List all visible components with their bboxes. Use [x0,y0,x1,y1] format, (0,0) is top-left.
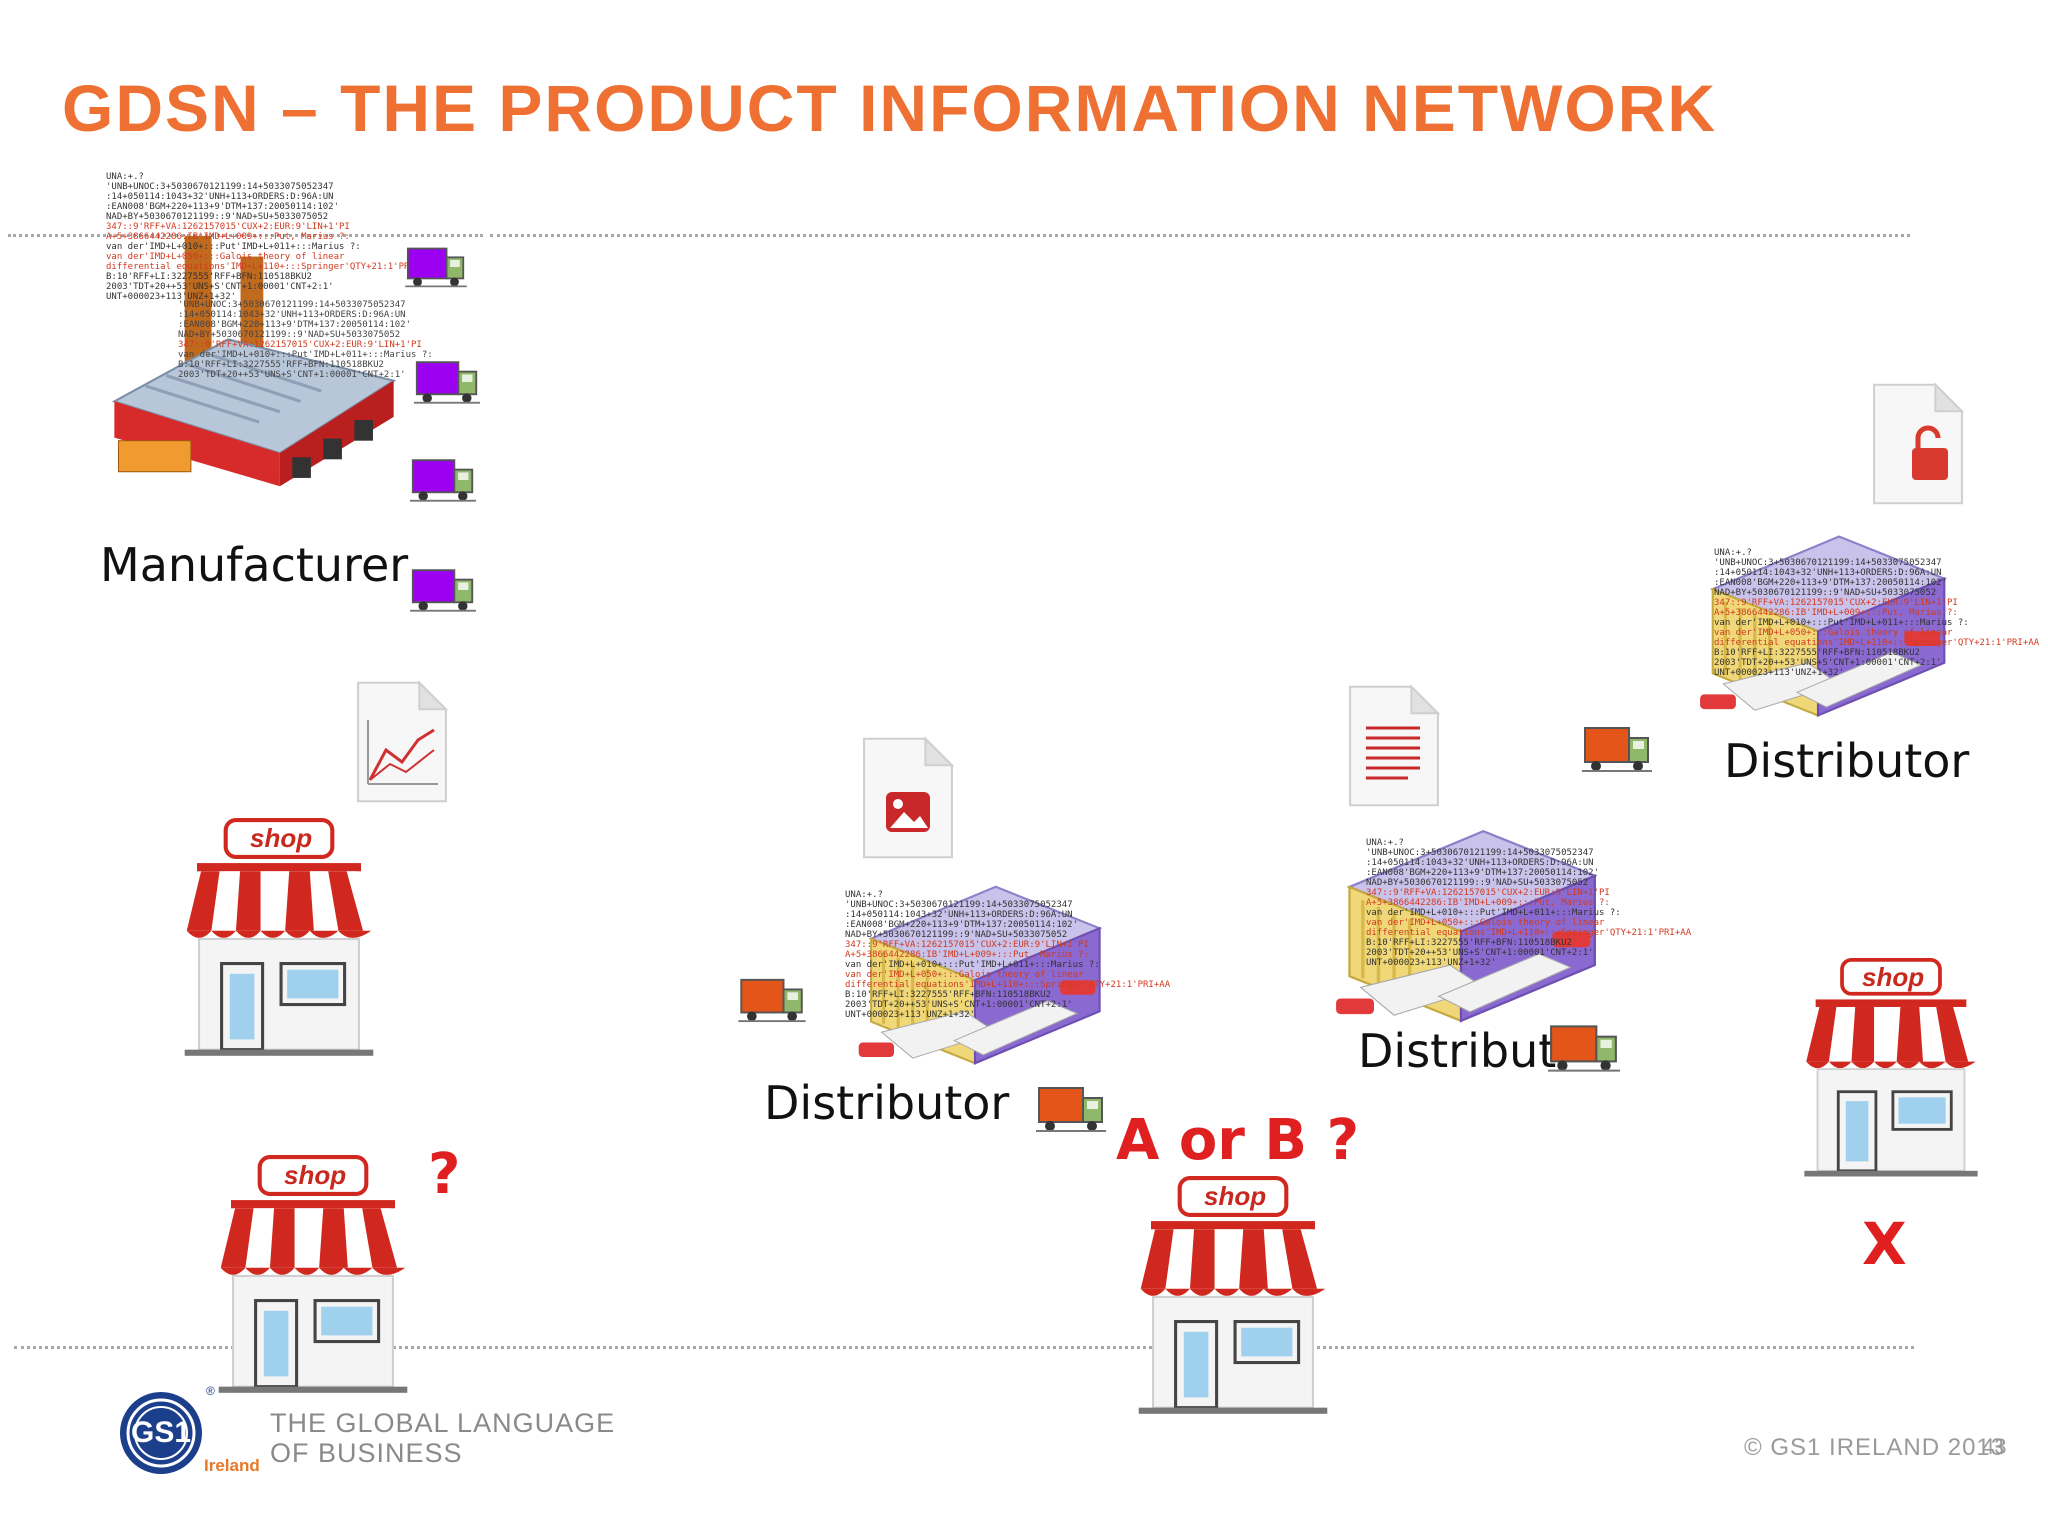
truck-icon [1582,724,1652,774]
edi-message-distributor-right: UNA:+.? 'UNB+UNOC:3+5030670121199:14+503… [1714,548,2040,678]
x-mark: X [1862,1210,1907,1278]
shop-icon [210,1155,416,1401]
manufacturer-label: Manufacturer [100,538,409,592]
truck-icon [738,976,806,1024]
truck-icon [1036,1084,1106,1134]
document-chart-icon [356,680,448,804]
truck-icon [410,456,476,504]
gs1-registered: ® [206,1384,215,1398]
shop-icon [1130,1176,1336,1422]
question-mark: ? [428,1142,461,1207]
edi-message-manufacturer: UNA:+.? 'UNB+UNOC:3+5030670121199:14+503… [106,172,432,302]
gs1-logo-mark: GS1 [130,1416,192,1449]
document-image-icon [862,736,954,860]
shop-sign: shop [284,1160,347,1190]
footer-tagline: THE GLOBAL LANGUAGE OF BUSINESS [270,1408,615,1468]
bottom-divider [14,1346,1914,1349]
edi-message-distributor-center: UNA:+.? 'UNB+UNOC:3+5030670121199:14+503… [845,890,1171,1020]
tagline-line-1: THE GLOBAL LANGUAGE [270,1408,616,1438]
shop-sign: shop [250,823,313,853]
truck-icon [414,358,480,406]
shop-icon [176,818,382,1064]
document-lock-icon [1872,382,1964,506]
distributor-right-label: Distributor [1724,734,1970,788]
truck-icon [1548,1022,1620,1074]
a-or-b-label: A or B ? [1116,1108,1360,1173]
shop-sign: shop [1862,962,1925,992]
distributor-center-label: Distributor [764,1076,1010,1130]
tagline-line-2: OF BUSINESS [270,1438,463,1468]
gs1-logo-sub: Ireland [204,1456,260,1475]
document-text-icon [1348,684,1440,808]
gs1-logo: GS1 [118,1390,204,1476]
edi-message-manufacturer-2: 'UNB+UNOC:3+5030670121199:14+50330750523… [178,300,433,380]
edi-message-distributor-mid: UNA:+.? 'UNB+UNOC:3+5030670121199:14+503… [1366,838,1692,968]
distributor-mid-label: Distribut [1358,1024,1557,1078]
top-divider-left [8,234,483,237]
gs1-logo-icon [120,1392,202,1474]
truck-icon [405,245,467,289]
shop-sign: shop [1204,1181,1267,1211]
page-title: GDSN – THE PRODUCT INFORMATION NETWORK [62,71,1718,145]
copyright: © GS1 IRELAND 2013 [1744,1434,2006,1461]
page-number: 43 [1982,1434,2007,1459]
top-divider-right [490,234,1910,237]
truck-icon [410,566,476,614]
